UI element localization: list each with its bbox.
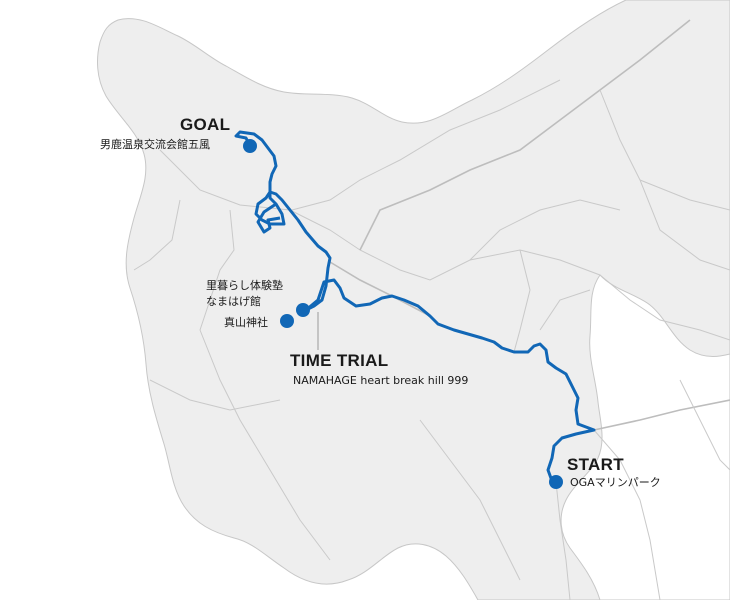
shrine-label: 真山神社 <box>224 316 268 329</box>
road-segment <box>599 274 730 341</box>
shrine-marker[interactable] <box>280 314 294 328</box>
road-segment <box>639 179 730 211</box>
road-segment <box>539 289 591 331</box>
namahage-label-line1: 里暮らし体験塾 <box>206 279 283 292</box>
goal-title: GOAL <box>180 115 231 134</box>
road-segment <box>149 379 281 411</box>
road-segment <box>593 429 661 600</box>
namahage-museum-marker[interactable] <box>296 303 310 317</box>
road-segment <box>199 209 235 331</box>
road-segment <box>419 419 521 581</box>
road-segment <box>599 89 730 271</box>
goal-place-label: 男鹿温泉交流会館五風 <box>100 138 210 151</box>
namahage-label-line2: なまはげ館 <box>206 295 261 308</box>
road-segment <box>513 249 531 353</box>
road-segment <box>291 79 561 211</box>
road-segment <box>133 199 181 271</box>
start-place-label: OGAマリンパーク <box>570 476 661 489</box>
road-segment <box>593 399 730 431</box>
route-loop <box>256 202 281 234</box>
road-segment <box>555 481 571 600</box>
road-segment <box>199 329 331 561</box>
road-segment <box>469 199 621 261</box>
road-network <box>133 19 730 600</box>
road-segment <box>359 19 691 251</box>
time-trial-title: TIME TRIAL <box>290 351 389 370</box>
road-segment <box>329 261 431 317</box>
start-title: START <box>567 455 624 474</box>
goal-marker[interactable] <box>243 139 257 153</box>
east-bay-water <box>560 274 730 600</box>
road-segment <box>159 149 291 211</box>
road-segment <box>289 209 601 281</box>
start-marker[interactable] <box>549 475 563 489</box>
road-segment <box>679 379 730 471</box>
time-trial-subtitle: NAMAHAGE heart break hill 999 <box>293 374 469 387</box>
